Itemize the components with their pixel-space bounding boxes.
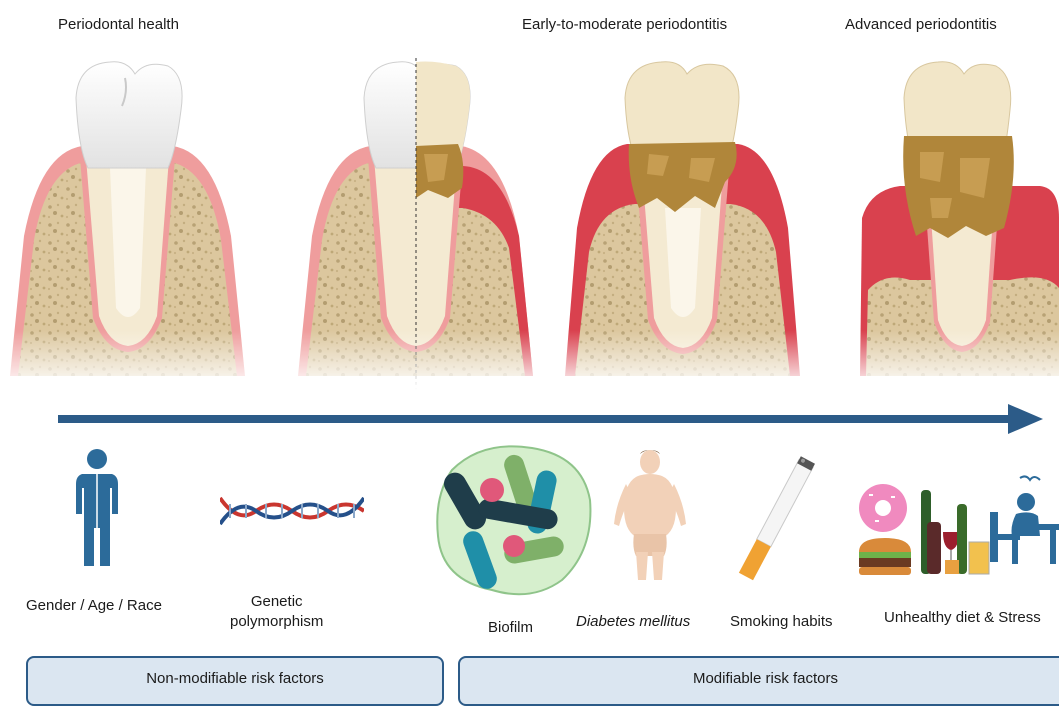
person-icon [74, 448, 120, 568]
healthy-tooth-illustration [10, 58, 245, 390]
biofilm-icon [432, 440, 594, 602]
factor-label-biofilm: Biofilm [488, 618, 533, 638]
stage-title-healthy: Periodontal health [58, 16, 179, 33]
modifiable-risk-factors-box: Modifiable risk factors [458, 656, 1059, 706]
cigarette-icon [736, 452, 816, 588]
factor-label-diabetes-mellitus: Diabetes mellitus [576, 612, 690, 632]
factor-label-unhealthy-diet-stress: Unhealthy diet & Stress [884, 608, 1041, 628]
obese-person-icon [612, 448, 688, 584]
moderate-periodontitis-tooth-illustration [565, 58, 800, 390]
factor-label-genetic-polymorphism: Genetic polymorphism [230, 592, 323, 632]
non-modifiable-risk-factors-box: Non-modifiable risk factors [26, 656, 444, 706]
stage-title-early-moderate: Early-to-moderate periodontitis [522, 16, 727, 33]
stress-icon [990, 474, 1059, 568]
progression-arrow [58, 402, 1043, 436]
stage-title-advanced: Advanced periodontitis [845, 16, 997, 33]
food-drinks-icon [855, 482, 1000, 588]
modifiable-risk-factors-label: Modifiable risk factors [693, 670, 838, 704]
dna-icon [220, 494, 364, 528]
factor-label-smoking-habits: Smoking habits [730, 612, 833, 632]
factor-label-gender-age-race: Gender / Age / Race [26, 596, 162, 616]
transition-tooth-illustration [298, 58, 533, 390]
advanced-periodontitis-tooth-illustration [860, 58, 1059, 390]
non-modifiable-risk-factors-label: Non-modifiable risk factors [146, 670, 324, 704]
